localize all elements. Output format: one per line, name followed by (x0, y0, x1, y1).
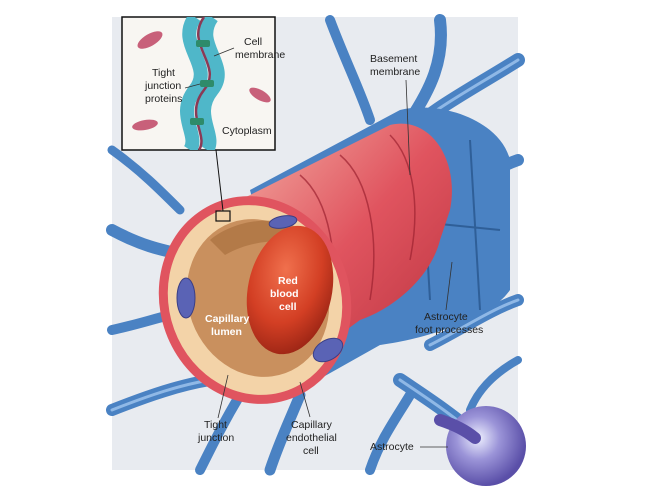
endothelial-nucleus-top (268, 215, 298, 229)
label-tight-junction-proteins: Tight junction proteins (144, 67, 201, 105)
svg-text:proteins: proteins (145, 93, 182, 105)
svg-text:Tight: Tight (152, 67, 175, 79)
label-cell-membrane: Cell membrane (213, 36, 285, 61)
svg-text:Cytoplasm: Cytoplasm (222, 125, 272, 137)
inset-membrane-left (180, 17, 208, 150)
svg-text:junction: junction (197, 432, 234, 444)
inset-junction-gap (194, 17, 211, 150)
svg-text:Astrocyte: Astrocyte (424, 311, 468, 323)
tight-junction-protein (196, 40, 210, 47)
endothelial-nucleus-left (176, 277, 196, 319)
red-blood-cell (246, 225, 334, 355)
svg-text:Red: Red (278, 275, 298, 287)
marker-connector (215, 149, 224, 212)
inset-membrane-right (197, 17, 225, 150)
mitochondrion-icon (132, 119, 158, 131)
svg-text:cell: cell (303, 445, 319, 457)
tight-junction-inset (121, 16, 276, 151)
mitochondrion-icon (137, 31, 163, 49)
label-astrocyte-foot-processes: Astrocyte foot processes (415, 261, 483, 336)
svg-text:junction: junction (144, 80, 181, 92)
label-red-blood-cell: Red blood cell (270, 275, 299, 313)
svg-text:Capillary: Capillary (205, 313, 250, 325)
label-astrocyte: Astrocyte (370, 441, 448, 453)
label-cytoplasm: Cytoplasm (222, 125, 272, 137)
label-capillary-lumen: Capillary lumen (205, 313, 250, 338)
endothelial-nucleus-bottom (312, 337, 344, 363)
svg-text:Tight: Tight (204, 419, 227, 431)
svg-text:blood: blood (270, 288, 299, 300)
label-capillary-endothelial-cell: Capillary endothelial cell (286, 381, 337, 457)
svg-text:cell: cell (279, 301, 297, 313)
astrocyte-cell-body (446, 406, 526, 486)
label-basement-membrane: Basement membrane (370, 53, 420, 176)
tight-junction-protein (200, 80, 214, 87)
svg-text:Astrocyte: Astrocyte (370, 441, 414, 453)
svg-text:Cell: Cell (244, 36, 262, 48)
svg-text:Capillary: Capillary (291, 419, 333, 431)
svg-text:Basement: Basement (370, 53, 417, 65)
svg-text:lumen: lumen (211, 326, 242, 338)
svg-text:endothelial: endothelial (286, 432, 337, 444)
astrocyte-process-to-body (434, 414, 481, 444)
mitochondrion-icon (249, 87, 271, 103)
svg-text:membrane: membrane (370, 66, 420, 78)
svg-text:membrane: membrane (235, 49, 285, 61)
label-tight-junction: Tight junction (197, 374, 234, 444)
tight-junction-protein (190, 118, 204, 125)
svg-text:foot processes: foot processes (415, 324, 483, 336)
